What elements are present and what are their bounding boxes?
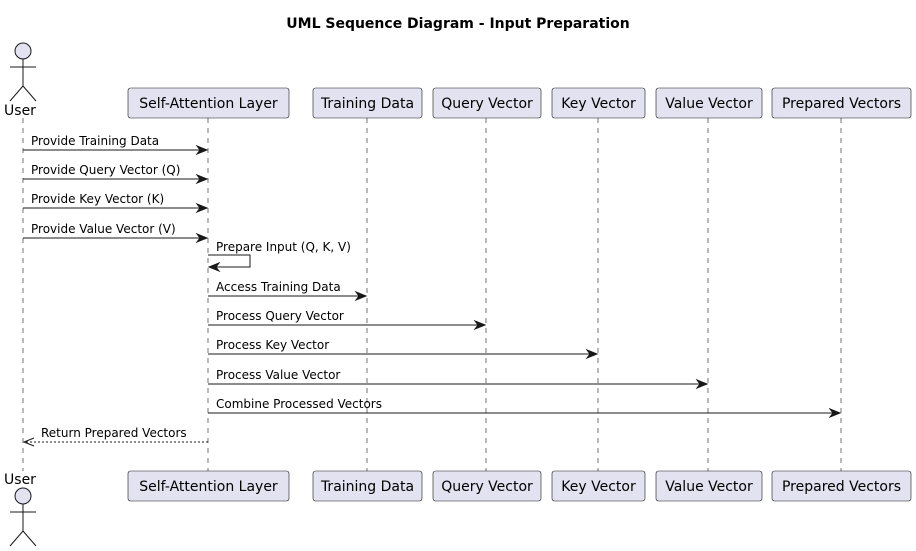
participant-box [655, 87, 763, 119]
message-label: Prepare Input (Q, K, V) [216, 240, 351, 254]
participant-box [312, 470, 423, 502]
diagram-title: UML Sequence Diagram - Input Preparation [286, 16, 629, 32]
arrow-head [473, 319, 487, 331]
message-label: Process Value Vector [216, 368, 340, 382]
participant-box [312, 87, 423, 119]
participant-label: Value Vector [665, 479, 753, 495]
participant-bottom-vv: Value Vector [655, 470, 763, 502]
participant-bottom-td: Training Data [312, 470, 423, 502]
actor-body [9, 59, 37, 102]
participant-bottom-user: User [4, 472, 37, 547]
message-5: Prepare Input (Q, K, V) [207, 240, 351, 273]
arrow-head [195, 173, 209, 185]
message-label: Process Query Vector [216, 309, 344, 323]
participant-label: Training Data [320, 96, 414, 112]
participant-box [771, 470, 912, 502]
participant-top-user: User [4, 42, 37, 119]
arrow-head [695, 378, 709, 390]
arrow-head [22, 437, 35, 447]
message-3: Provide Key Vector (K) [23, 192, 209, 214]
lifelines [22, 118, 842, 471]
message-10: Combine Processed Vectors [208, 397, 842, 419]
participant-top-kv: Key Vector [551, 87, 646, 119]
arrow-head [585, 348, 599, 360]
participant-top-pv: Prepared Vectors [771, 87, 912, 119]
arrow-head [828, 407, 842, 419]
participant-top-qv: Query Vector [432, 87, 542, 119]
message-label: Provide Query Vector (Q) [31, 163, 180, 177]
message-6: Access Training Data [208, 280, 368, 302]
participant-label: User [4, 103, 36, 119]
participant-box [432, 87, 542, 119]
message-label: Provide Value Vector (V) [31, 222, 176, 236]
participant-label: Prepared Vectors [782, 479, 901, 495]
participant-label: Self-Attention Layer [139, 96, 278, 112]
participant-box [655, 470, 763, 502]
participant-box [127, 470, 290, 502]
participant-top-sal: Self-Attention Layer [127, 87, 290, 119]
participant-label: Self-Attention Layer [139, 479, 278, 495]
participant-label: Value Vector [665, 96, 753, 112]
participant-box [551, 470, 646, 502]
participant-label: Key Vector [561, 96, 636, 112]
message-label: Combine Processed Vectors [216, 397, 382, 411]
message-8: Process Key Vector [208, 338, 599, 360]
participant-top-td: Training Data [312, 87, 423, 119]
message-7: Process Query Vector [208, 309, 487, 331]
message-label: Provide Key Vector (K) [31, 192, 164, 206]
participant-label: Prepared Vectors [782, 96, 901, 112]
participant-bottom-kv: Key Vector [551, 470, 646, 502]
actor-head [14, 42, 32, 60]
participant-bottom-pv: Prepared Vectors [771, 470, 912, 502]
actor-head [14, 487, 32, 505]
message-2: Provide Query Vector (Q) [23, 163, 209, 185]
actor-body [9, 504, 37, 547]
message-9: Process Value Vector [208, 368, 709, 390]
participant-bottom-qv: Query Vector [432, 470, 542, 502]
participant-label: Query Vector [441, 96, 533, 112]
arrow-head [195, 144, 209, 156]
arrow-head [195, 232, 209, 244]
participant-box [127, 87, 290, 119]
message-1: Provide Training Data [23, 134, 209, 156]
participant-top-vv: Value Vector [655, 87, 763, 119]
participant-box [771, 87, 912, 119]
message-4: Provide Value Vector (V) [23, 222, 209, 244]
participant-bottom-sal: Self-Attention Layer [127, 470, 290, 502]
message-label: Process Key Vector [216, 338, 329, 352]
arrow-head [354, 290, 368, 302]
message-label: Provide Training Data [31, 134, 159, 148]
participant-label: User [4, 472, 36, 488]
participant-label: Query Vector [441, 479, 533, 495]
participant-label: Key Vector [561, 479, 636, 495]
participant-box [432, 470, 542, 502]
message-label: Return Prepared Vectors [41, 426, 187, 440]
arrow-head [207, 261, 221, 273]
participants-bottom: User Self-Attention Layer Training Data Que… [4, 470, 912, 547]
participant-label: Training Data [320, 479, 414, 495]
message-label: Access Training Data [216, 280, 341, 294]
participants-top: User Self-Attention Layer Training Data Que… [4, 42, 912, 119]
participant-box [551, 87, 646, 119]
arrow-head [195, 202, 209, 214]
message-11: Return Prepared Vectors [22, 426, 208, 447]
message-line [208, 254, 251, 268]
